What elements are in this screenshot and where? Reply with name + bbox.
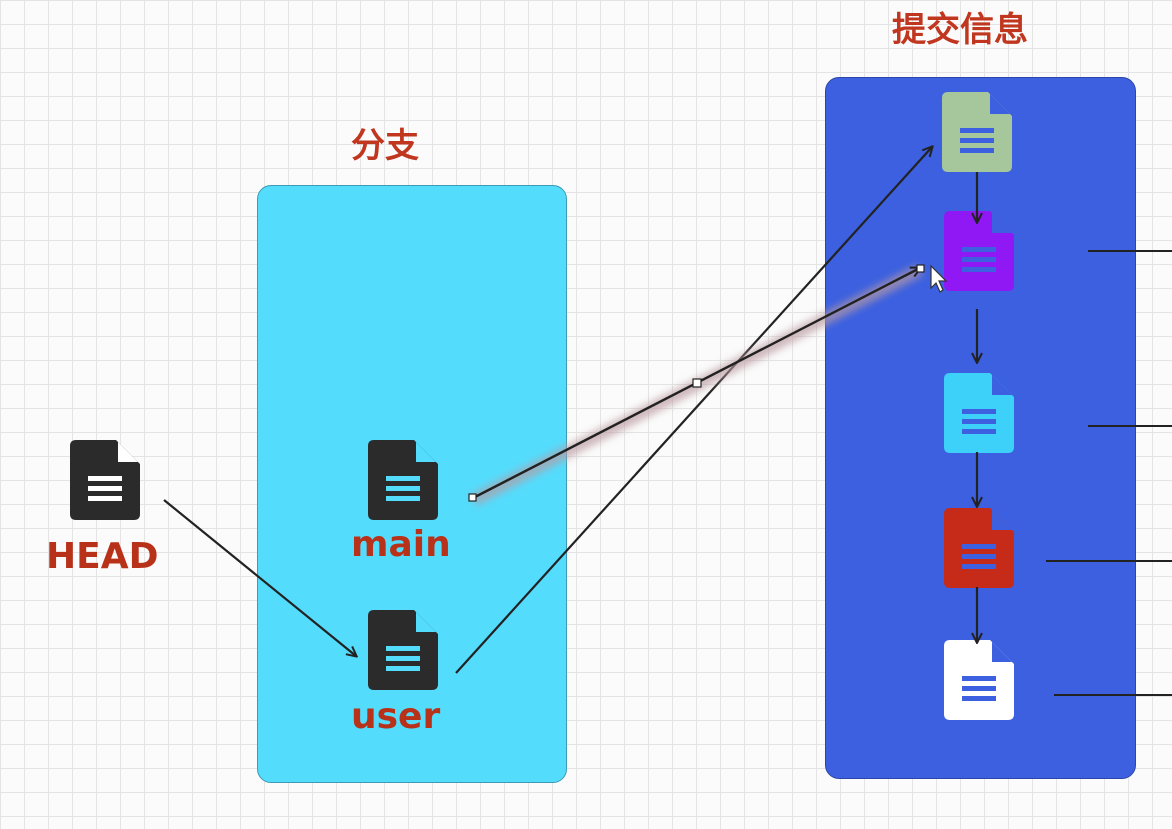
user-branch-label: user <box>351 696 441 737</box>
commit-4-file-icon[interactable] <box>944 508 1014 588</box>
main-branch-file-icon[interactable] <box>368 440 438 520</box>
commit-1-file-icon[interactable] <box>942 92 1012 172</box>
connector-handle-end[interactable] <box>916 264 925 273</box>
head-label: HEAD <box>46 536 159 577</box>
commit-2-file-icon[interactable] <box>944 211 1014 291</box>
user-branch-file-icon[interactable] <box>368 610 438 690</box>
connector-handle-start[interactable] <box>468 493 477 502</box>
head-file-icon[interactable] <box>70 440 140 520</box>
commits-title: 提交信息 <box>892 10 1028 50</box>
commit-5-file-icon[interactable] <box>944 640 1014 720</box>
commit-3-file-icon[interactable] <box>944 373 1014 453</box>
connector-handle-mid[interactable] <box>692 378 702 388</box>
head-to-user-arrow[interactable] <box>163 499 356 656</box>
mouse-cursor-icon <box>930 264 948 293</box>
user-to-commit-1-arrow[interactable] <box>455 147 932 674</box>
main-branch-label: main <box>351 524 451 565</box>
branches-title: 分支 <box>351 126 419 166</box>
